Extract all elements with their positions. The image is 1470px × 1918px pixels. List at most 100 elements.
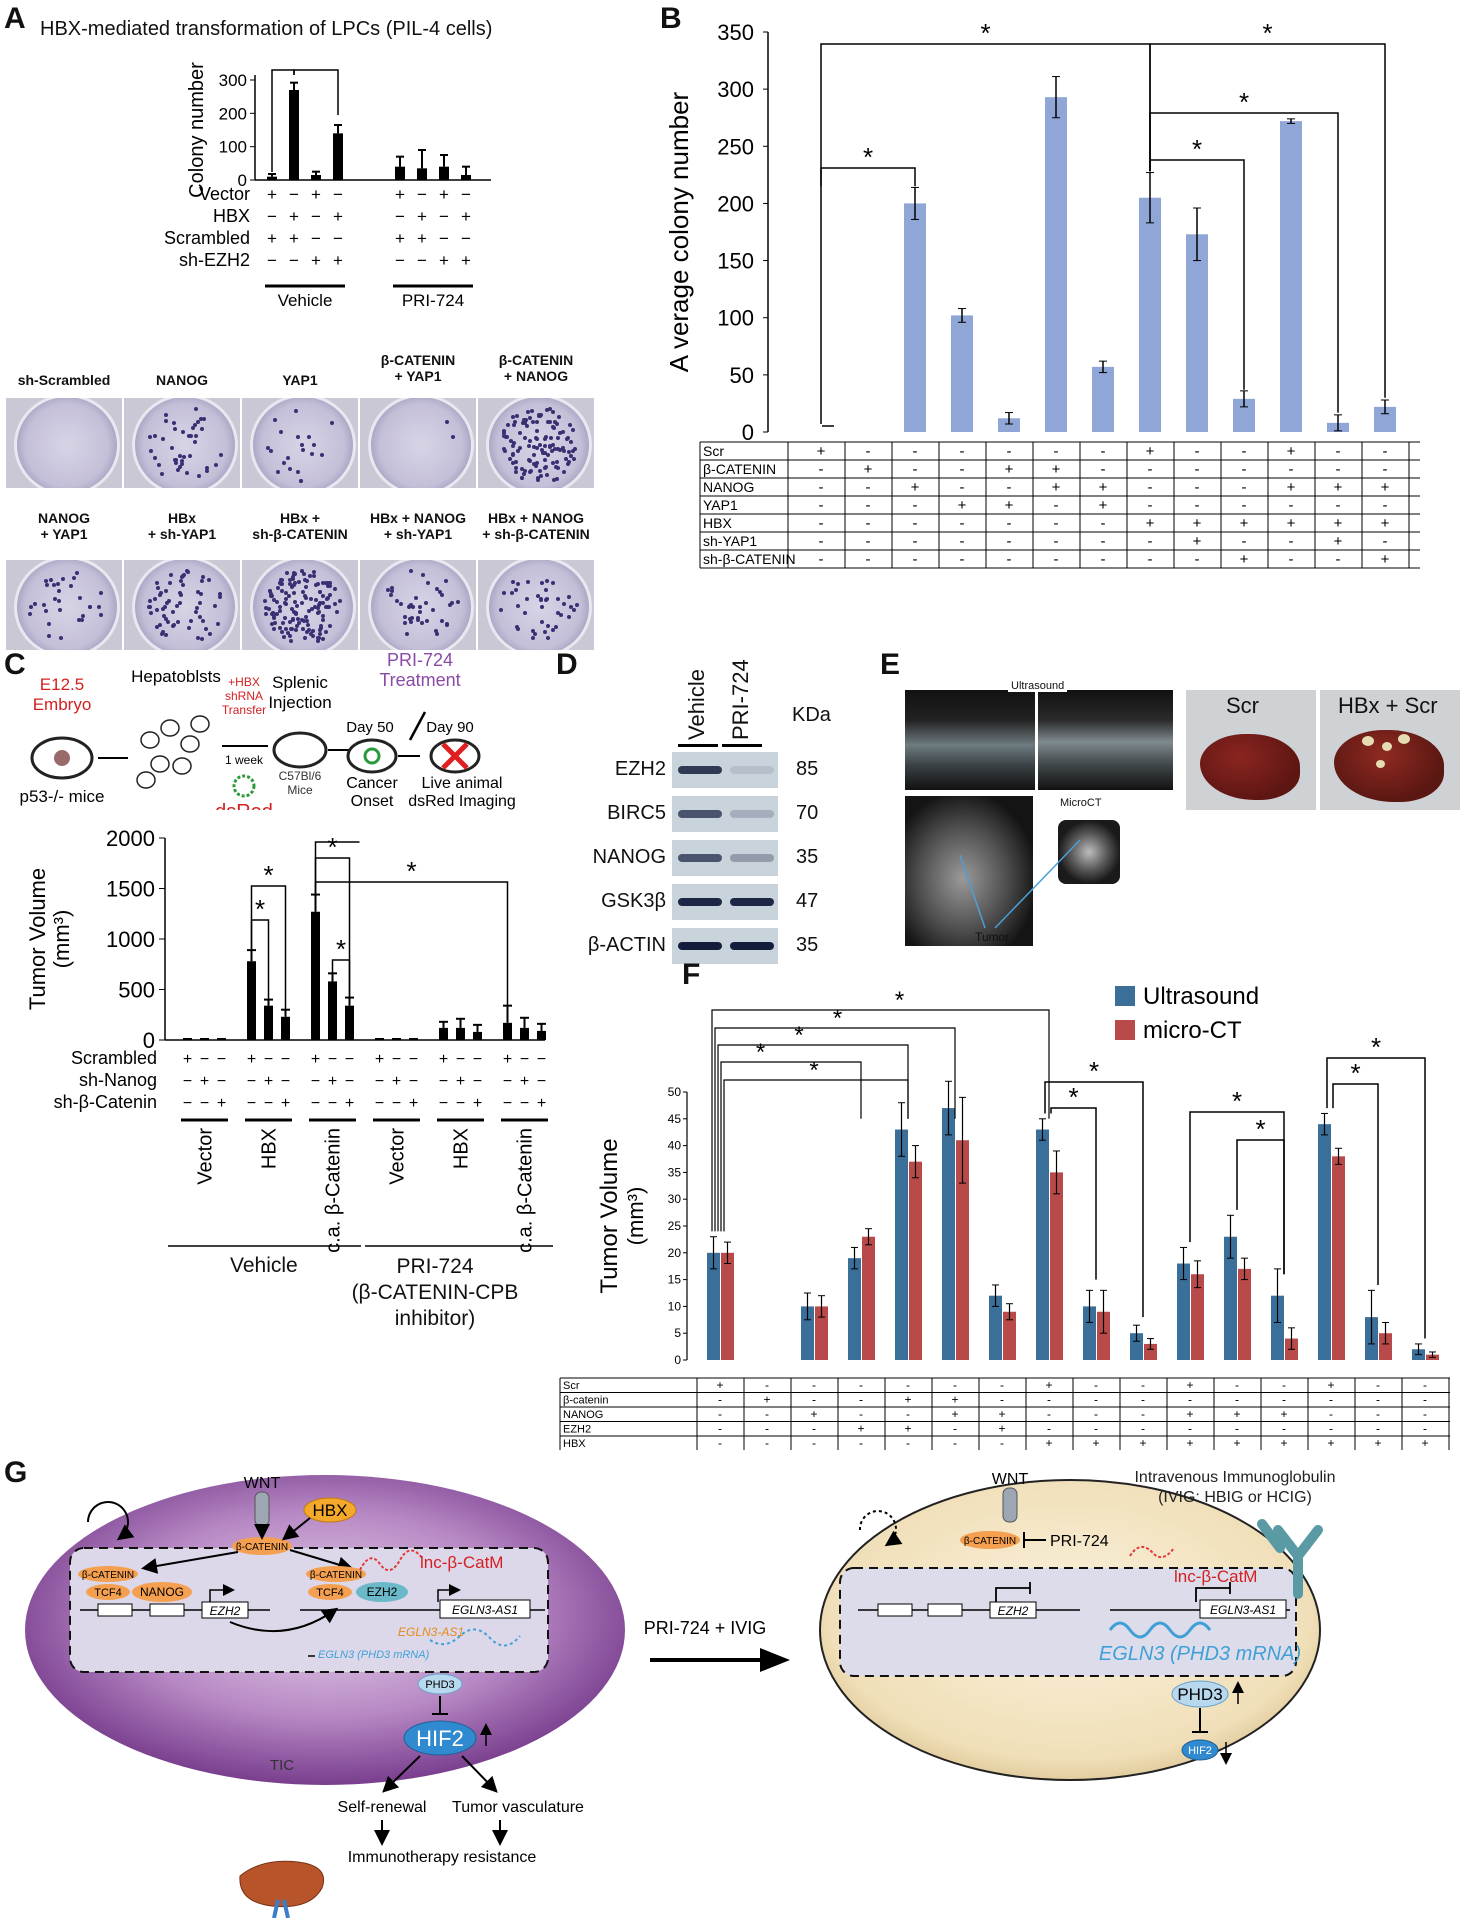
colony-dot bbox=[560, 430, 565, 435]
table-sign: + bbox=[864, 461, 873, 478]
colony-dot bbox=[544, 407, 549, 412]
sign: − bbox=[417, 185, 427, 204]
sign: − bbox=[281, 1073, 290, 1090]
colony-dot bbox=[195, 420, 200, 425]
sign: − bbox=[333, 185, 343, 204]
dna-box bbox=[877, 1603, 913, 1617]
colony-dot bbox=[51, 582, 56, 587]
colony-dot bbox=[282, 600, 287, 605]
sign: − bbox=[395, 251, 405, 270]
bar bbox=[461, 175, 471, 180]
colony-dot bbox=[544, 579, 549, 584]
table-sign: + bbox=[1381, 551, 1390, 568]
sign: − bbox=[247, 1095, 256, 1112]
bar bbox=[904, 203, 926, 432]
colony-dot bbox=[511, 580, 516, 585]
sign: − bbox=[456, 1051, 465, 1068]
y-axis-label: Tumor Volume bbox=[25, 868, 50, 1010]
colony-dot bbox=[308, 632, 313, 637]
bar-microct bbox=[1332, 1156, 1345, 1360]
sign: − bbox=[392, 1051, 401, 1068]
table-sign: + bbox=[810, 1407, 817, 1421]
sig-bracket bbox=[331, 959, 351, 998]
panel-b-label: B bbox=[660, 2, 682, 35]
table-sign: + bbox=[1186, 1407, 1193, 1421]
colony-dot bbox=[416, 618, 421, 623]
colony-dot bbox=[273, 621, 278, 626]
table-sign: - bbox=[1242, 533, 1247, 550]
colony-dot bbox=[543, 458, 548, 463]
table-sign: - bbox=[1242, 497, 1247, 514]
colony-dot bbox=[539, 580, 544, 585]
colony-dot bbox=[546, 420, 551, 425]
table-sign: - bbox=[913, 515, 918, 532]
table-sign: + bbox=[911, 479, 920, 496]
table-sign: - bbox=[1101, 515, 1106, 532]
table-sign: - bbox=[1141, 1407, 1145, 1421]
sig-bracket bbox=[250, 885, 287, 1010]
sign: + bbox=[392, 1073, 401, 1090]
blot-kda-value: 35 bbox=[796, 846, 819, 868]
colony-dot bbox=[292, 609, 297, 614]
sign: − bbox=[439, 1095, 448, 1112]
colony-dot bbox=[163, 588, 168, 593]
y-axis-unit: (mm³) bbox=[49, 910, 74, 969]
table-sign: - bbox=[819, 515, 824, 532]
colony-dot bbox=[540, 619, 545, 624]
colony-dot bbox=[184, 471, 189, 476]
table-sign: + bbox=[1334, 479, 1343, 496]
table-sign: - bbox=[1148, 497, 1153, 514]
colony-dot bbox=[299, 617, 304, 622]
colony-dot bbox=[269, 621, 274, 626]
y-tick-label: 2000 bbox=[106, 826, 155, 851]
lnc-rna-icon bbox=[359, 1549, 423, 1571]
table-sign: - bbox=[1054, 533, 1059, 550]
table-sign: - bbox=[960, 515, 965, 532]
table-sign: + bbox=[1327, 1378, 1334, 1392]
table-sign: - bbox=[1195, 479, 1200, 496]
table-sign: + bbox=[1287, 515, 1296, 532]
table-row-label: β-CATENIN bbox=[703, 461, 776, 477]
colony-dot bbox=[178, 590, 183, 595]
colony-dot bbox=[98, 591, 103, 595]
blot-strip bbox=[672, 840, 778, 876]
colony-dot bbox=[290, 585, 295, 590]
table-sign: + bbox=[1099, 479, 1108, 496]
bar bbox=[998, 418, 1020, 432]
sign: + bbox=[289, 207, 299, 226]
dotted-loop-arrow bbox=[858, 1510, 903, 1547]
colony-dish bbox=[132, 398, 238, 488]
table-sign: - bbox=[1047, 1407, 1051, 1421]
bar-ultrasound bbox=[1318, 1124, 1331, 1360]
bar bbox=[1092, 366, 1114, 432]
table-sign: - bbox=[1289, 551, 1294, 568]
lnc-rna-icon-right bbox=[1129, 1545, 1175, 1559]
colony-dot bbox=[513, 460, 518, 465]
table-sign: - bbox=[913, 497, 918, 514]
y-tick-label: 200 bbox=[717, 191, 754, 216]
colony-dot bbox=[193, 440, 198, 445]
colony-dot bbox=[283, 615, 288, 620]
sign: − bbox=[333, 229, 343, 248]
colony-dot bbox=[528, 458, 533, 463]
colony-dot bbox=[298, 479, 303, 484]
colony-dot bbox=[549, 436, 554, 441]
table-sign: + bbox=[1381, 479, 1390, 496]
table-sign: - bbox=[1188, 1393, 1192, 1407]
colony-dot bbox=[193, 407, 198, 412]
colony-dot bbox=[265, 445, 270, 450]
hepatoblasts-label: Hepatoblsts bbox=[131, 667, 221, 686]
colony-dot bbox=[555, 596, 560, 601]
blot-kda-value: 85 bbox=[796, 758, 819, 780]
antibody-arm-icon bbox=[1257, 1519, 1285, 1553]
colony-dot bbox=[567, 595, 572, 600]
colony-dot bbox=[308, 573, 313, 578]
table-sign: + bbox=[1099, 497, 1108, 514]
colony-dot bbox=[515, 448, 520, 453]
colony-dot bbox=[168, 573, 173, 578]
colony-dish bbox=[486, 560, 592, 650]
colony-dot bbox=[531, 629, 536, 634]
dish-label: HBx + NANOG + sh-β-CATENIN bbox=[482, 510, 590, 542]
colony-dot bbox=[302, 577, 307, 582]
